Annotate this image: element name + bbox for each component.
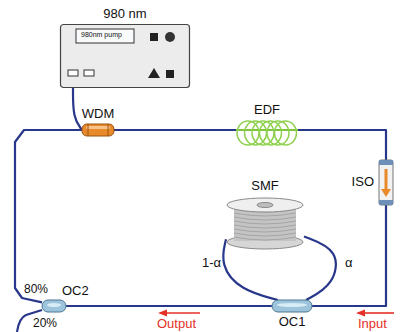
fiber-link	[304, 237, 336, 301]
fiber-link	[66, 305, 272, 307]
component-graphic	[42, 300, 66, 312]
spool-winding	[234, 237, 296, 240]
split-ratio: 1-α	[201, 256, 222, 270]
wdm-highlight	[86, 126, 110, 129]
spool-winding	[234, 233, 296, 236]
fiber-link	[15, 130, 82, 302]
component-label: OC1	[279, 315, 306, 329]
wdm-band	[88, 124, 89, 136]
component-label: EDF	[254, 103, 280, 117]
pump-housing	[61, 25, 190, 88]
spool-hub	[257, 203, 273, 208]
output-arrow-shaft	[166, 312, 200, 314]
fiber-spool: SMF	[226, 196, 304, 250]
component-label: ISO	[352, 175, 374, 189]
pump-display-text: 980nm pump	[81, 31, 122, 39]
pump-knob	[150, 33, 158, 41]
loop-coupler: OC1	[272, 300, 312, 312]
component-graphic	[82, 124, 114, 136]
isolator: ISO	[379, 160, 393, 205]
component-graphic	[226, 196, 304, 250]
output-arrow-head	[158, 310, 167, 317]
coupler-highlight	[47, 303, 61, 307]
wdm-band	[108, 124, 109, 136]
port-ratio: 80%	[23, 283, 49, 296]
component-label: SMF	[251, 179, 278, 193]
fiber-link	[312, 205, 386, 306]
pump-button	[68, 70, 78, 76]
pump-wavelength: 980 nm	[103, 7, 146, 21]
component-label: WDM	[82, 107, 115, 121]
component-label: OC2	[62, 284, 89, 298]
fiber-link	[73, 88, 82, 130]
spool-winding	[234, 225, 296, 228]
pump-button	[84, 70, 94, 76]
edf-coil-loop	[275, 121, 297, 145]
isolator-cap	[379, 200, 393, 205]
edf-coil: EDF	[236, 120, 298, 146]
pump-knob	[165, 32, 175, 42]
output-label: Output	[156, 317, 197, 330]
isolator-body	[379, 160, 393, 205]
input-label: Input	[357, 317, 388, 330]
pump-knob	[148, 68, 160, 78]
split-ratio: α	[344, 256, 354, 270]
pump-knob	[166, 70, 174, 78]
output-coupler: OC2	[42, 300, 66, 312]
pump-display	[76, 29, 134, 43]
wdm-body	[82, 124, 114, 136]
component-graphic	[379, 160, 393, 205]
component-graphic	[236, 120, 298, 146]
coupler-highlight	[277, 303, 307, 307]
port-ratio: 20%	[32, 317, 58, 330]
fiber-link	[114, 129, 236, 131]
spool-winding	[234, 213, 296, 216]
component-graphic	[272, 300, 312, 312]
spool-winding	[234, 221, 296, 224]
component-graphic	[60, 24, 190, 88]
spool-winding	[234, 229, 296, 232]
wdm-coupler: WDM	[82, 124, 114, 136]
coupler-body	[42, 300, 66, 312]
coupler-body	[272, 300, 312, 312]
isolator-arrow	[385, 169, 388, 190]
isolator-cap	[379, 160, 393, 165]
isolator-arrow-head	[381, 189, 391, 197]
spool-flange	[227, 198, 303, 212]
input-arrow-shaft	[364, 312, 394, 314]
fiber-link	[298, 130, 386, 160]
pump-laser: 980 nm980nm pump	[60, 24, 190, 88]
spool-winding	[234, 217, 296, 220]
input-arrow-head	[356, 310, 365, 317]
